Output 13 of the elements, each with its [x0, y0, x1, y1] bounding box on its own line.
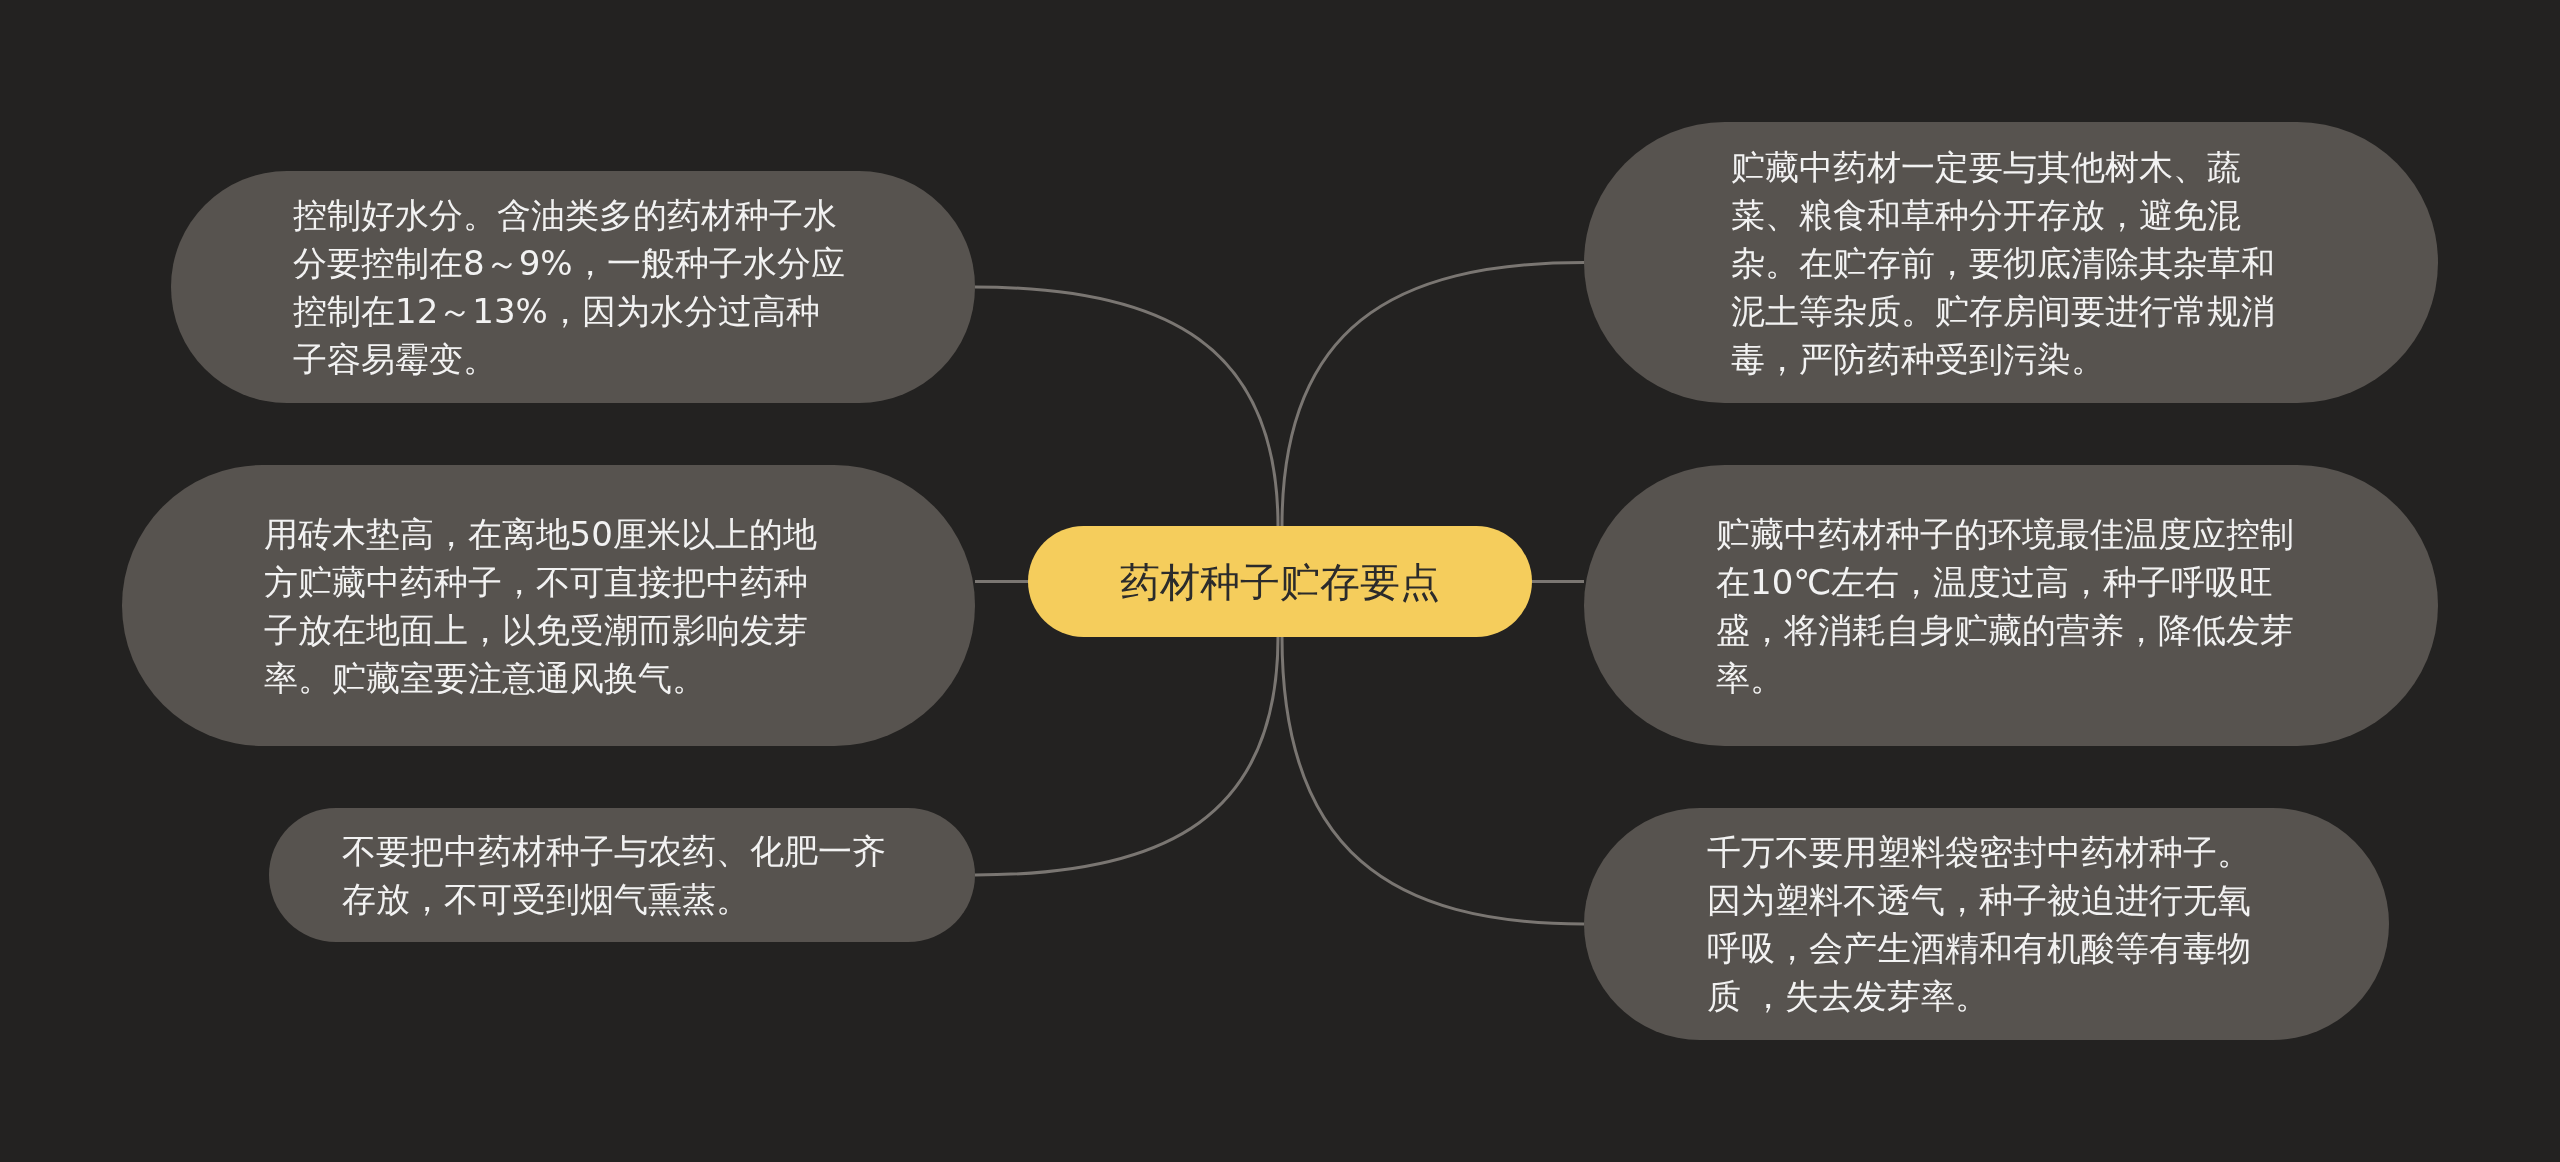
topic-text: 不要把中药材种子与农药、化肥一齐存放，不可受到烟气熏蒸。 [342, 830, 887, 921]
connector-line [1280, 261, 1585, 527]
topic-text: 千万不要用塑料袋密封中药材种子。因为塑料不透气，种子被迫进行无氧呼吸，会产生酒精和有机酸等有毒物质 ，失去发芽率。 [1706, 831, 2252, 1018]
topic-text: 贮藏中药材一定要与其他树木、蔬菜、粮食和草种分开存放，避免混杂。在贮存前，要彻底清除其杂草和泥土等杂质。贮存房间要进行常规消毒，严防药种受到污染。 [1731, 145, 2276, 381]
central-topic-text: 药材种子贮存要点 [1120, 557, 1440, 607]
connector-line [974, 636, 1280, 877]
topic-text: 贮藏中药材种子的环境最佳温度应控制在10℃左右，温度过高，种子呼吸旺盛，将消耗自身贮藏的营养，降低发芽率。 [1716, 512, 2295, 700]
topic-text: 用砖木垫高，在离地50厘米以上的地方贮藏中药种子，不可直接把中药种子放在地面上，以免受潮而影响发芽率。贮藏室要注意通风换气。 [263, 512, 818, 700]
connector-line [1280, 636, 1585, 926]
connector-line [974, 285, 1280, 527]
connector-line [1532, 580, 1584, 583]
topic-text: 控制好水分。含油类多的药材种子水分要控制在8～9%，一般种子水分应控制在12～13%，因为水分过高种子容易霉变。 [293, 194, 846, 381]
connector-line [975, 580, 1028, 583]
